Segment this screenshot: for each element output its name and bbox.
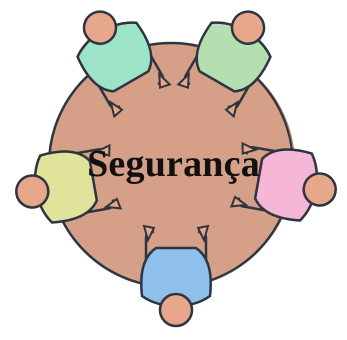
title-text: Segurança [0, 141, 347, 187]
